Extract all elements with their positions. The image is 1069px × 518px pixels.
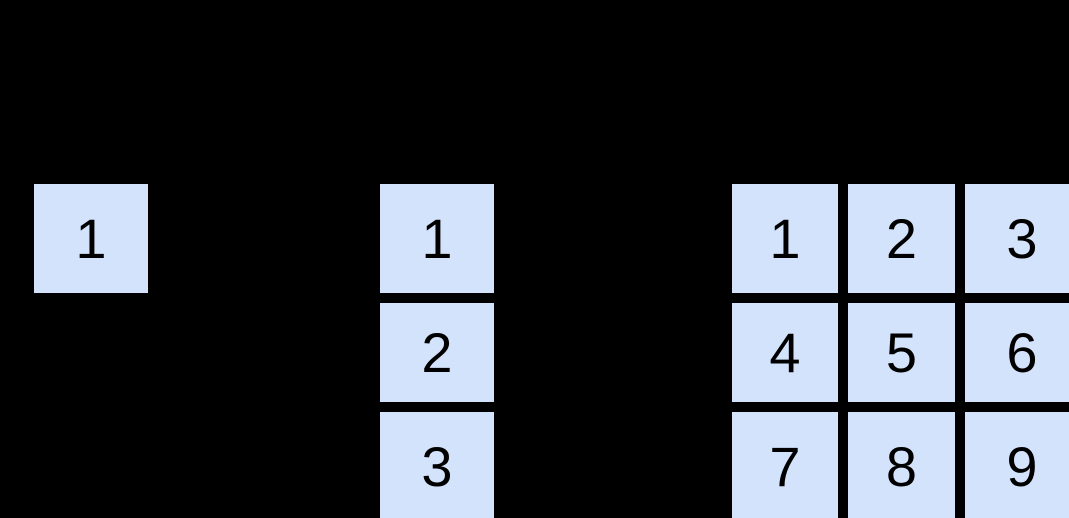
grid-cell[interactable]: 6: [965, 303, 1069, 402]
grid-cell[interactable]: 4: [732, 303, 838, 402]
scalar-grid: 1: [34, 184, 148, 293]
grid-cell[interactable]: 2: [380, 303, 494, 402]
grid-cell[interactable]: 1: [732, 184, 838, 293]
grid-cell[interactable]: 3: [380, 412, 494, 518]
grid-cell[interactable]: 8: [848, 412, 955, 518]
grid-cell[interactable]: 2: [848, 184, 955, 293]
grid-cell[interactable]: 9: [965, 412, 1069, 518]
column-vector-grid: 1 2 3: [380, 184, 494, 518]
grid-cell[interactable]: 3: [965, 184, 1069, 293]
matrix-grid: 1 2 3 4 5 6 7 8 9: [732, 184, 1069, 518]
grid-cell[interactable]: 1: [34, 184, 148, 293]
grid-cell[interactable]: 7: [732, 412, 838, 518]
grid-cell[interactable]: 5: [848, 303, 955, 402]
grid-cell[interactable]: 1: [380, 184, 494, 293]
